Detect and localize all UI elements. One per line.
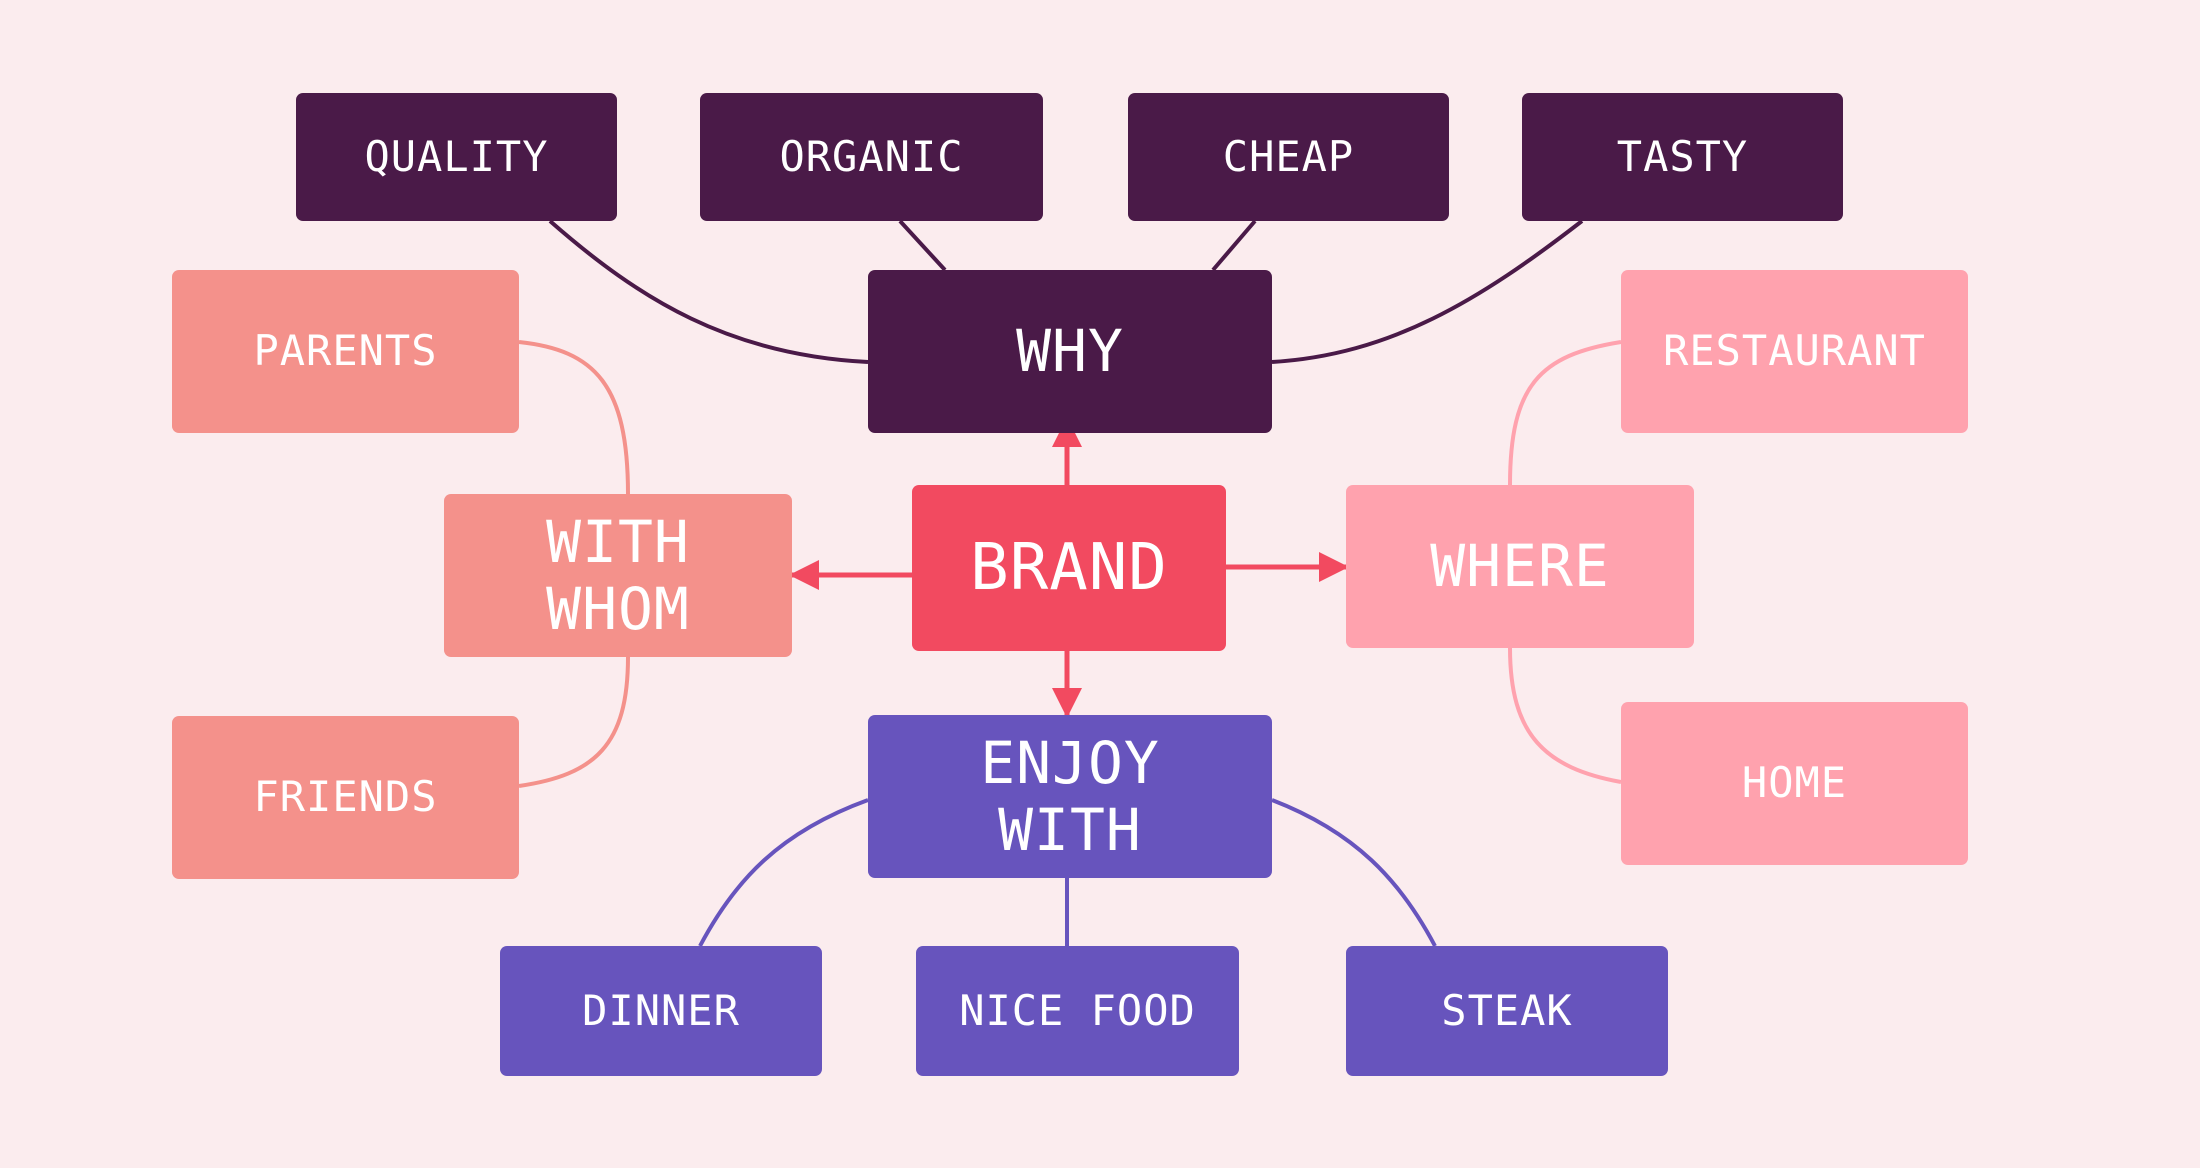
node-where: WHERE: [1346, 485, 1694, 648]
link-where-restaurant: [1508, 340, 1622, 486]
node-dinner: DINNER: [500, 946, 822, 1076]
link-why-tasty: [1271, 219, 1584, 364]
node-organic: ORGANIC: [700, 93, 1043, 221]
node-enjoy-with: ENJOY WITH: [868, 715, 1272, 878]
link-enjoy-steak: [1271, 798, 1437, 947]
node-with-whom: WITH WHOM: [444, 494, 792, 657]
node-brand: BRAND: [912, 485, 1226, 651]
node-friends: FRIENDS: [172, 716, 519, 879]
node-quality: QUALITY: [296, 93, 617, 221]
link-why-quality: [548, 219, 869, 364]
node-parents: PARENTS: [172, 270, 519, 433]
node-home: HOME: [1621, 702, 1968, 865]
link-enjoy-dinner: [698, 798, 869, 947]
link-where-home: [1508, 647, 1622, 784]
node-cheap: CHEAP: [1128, 93, 1449, 221]
node-restaurant: RESTAURANT: [1621, 270, 1968, 433]
node-tasty: TASTY: [1522, 93, 1843, 221]
link-withwhom-friends: [518, 656, 630, 788]
link-why-organic: [898, 219, 947, 272]
node-why: WHY: [868, 270, 1272, 433]
node-steak: STEAK: [1346, 946, 1668, 1076]
link-why-cheap: [1211, 219, 1257, 272]
node-nice-food: NICE FOOD: [916, 946, 1239, 1076]
link-withwhom-parents: [518, 340, 630, 495]
